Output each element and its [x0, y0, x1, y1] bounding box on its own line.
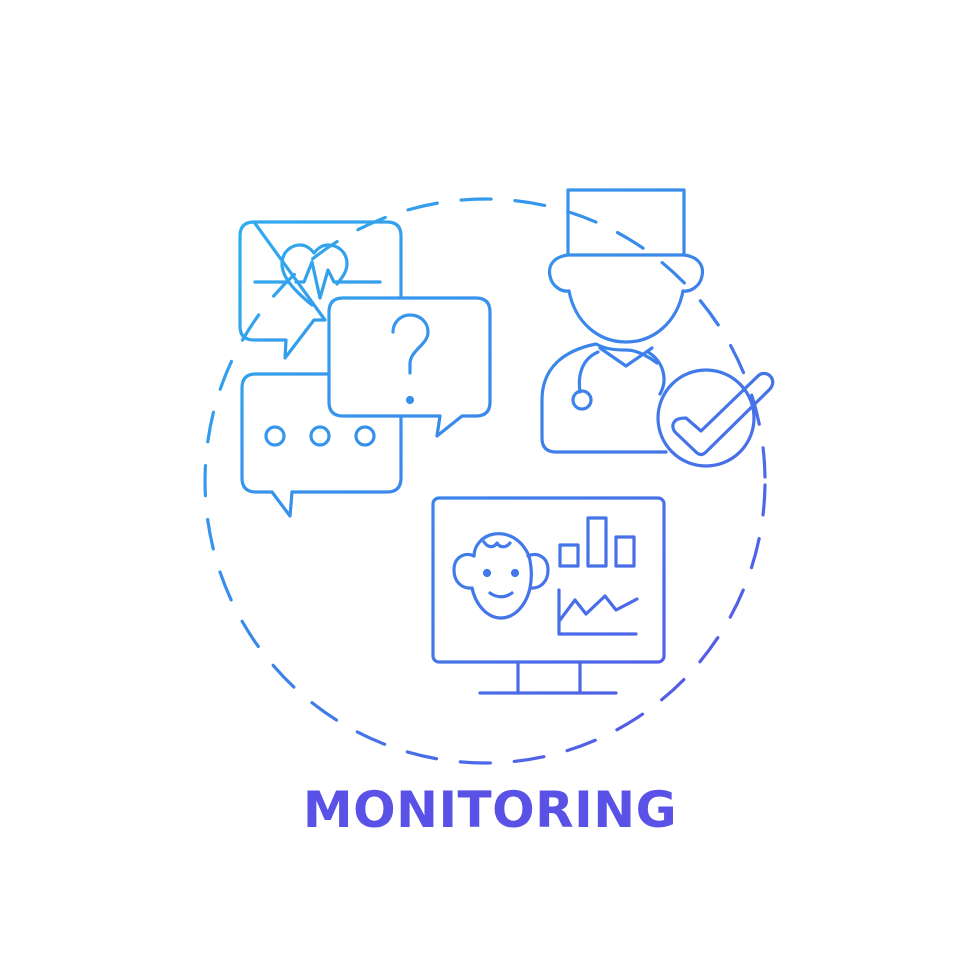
stethoscope-icon	[571, 350, 666, 411]
question-chat-bubble-icon	[327, 296, 492, 438]
bar-chart-icon	[558, 516, 636, 568]
typing-dots-chat-bubble-icon	[240, 372, 403, 518]
dashed-circle-icon	[203, 197, 767, 765]
baby-face-icon	[452, 532, 550, 620]
heartbeat-chat-bubble-icon	[238, 220, 403, 360]
computer-monitor-icon	[431, 496, 666, 695]
line-chart-icon	[557, 588, 639, 636]
doctor-icon	[540, 188, 705, 454]
caption-title: MONITORING	[302, 781, 678, 839]
checkmark-badge-icon	[656, 368, 775, 468]
